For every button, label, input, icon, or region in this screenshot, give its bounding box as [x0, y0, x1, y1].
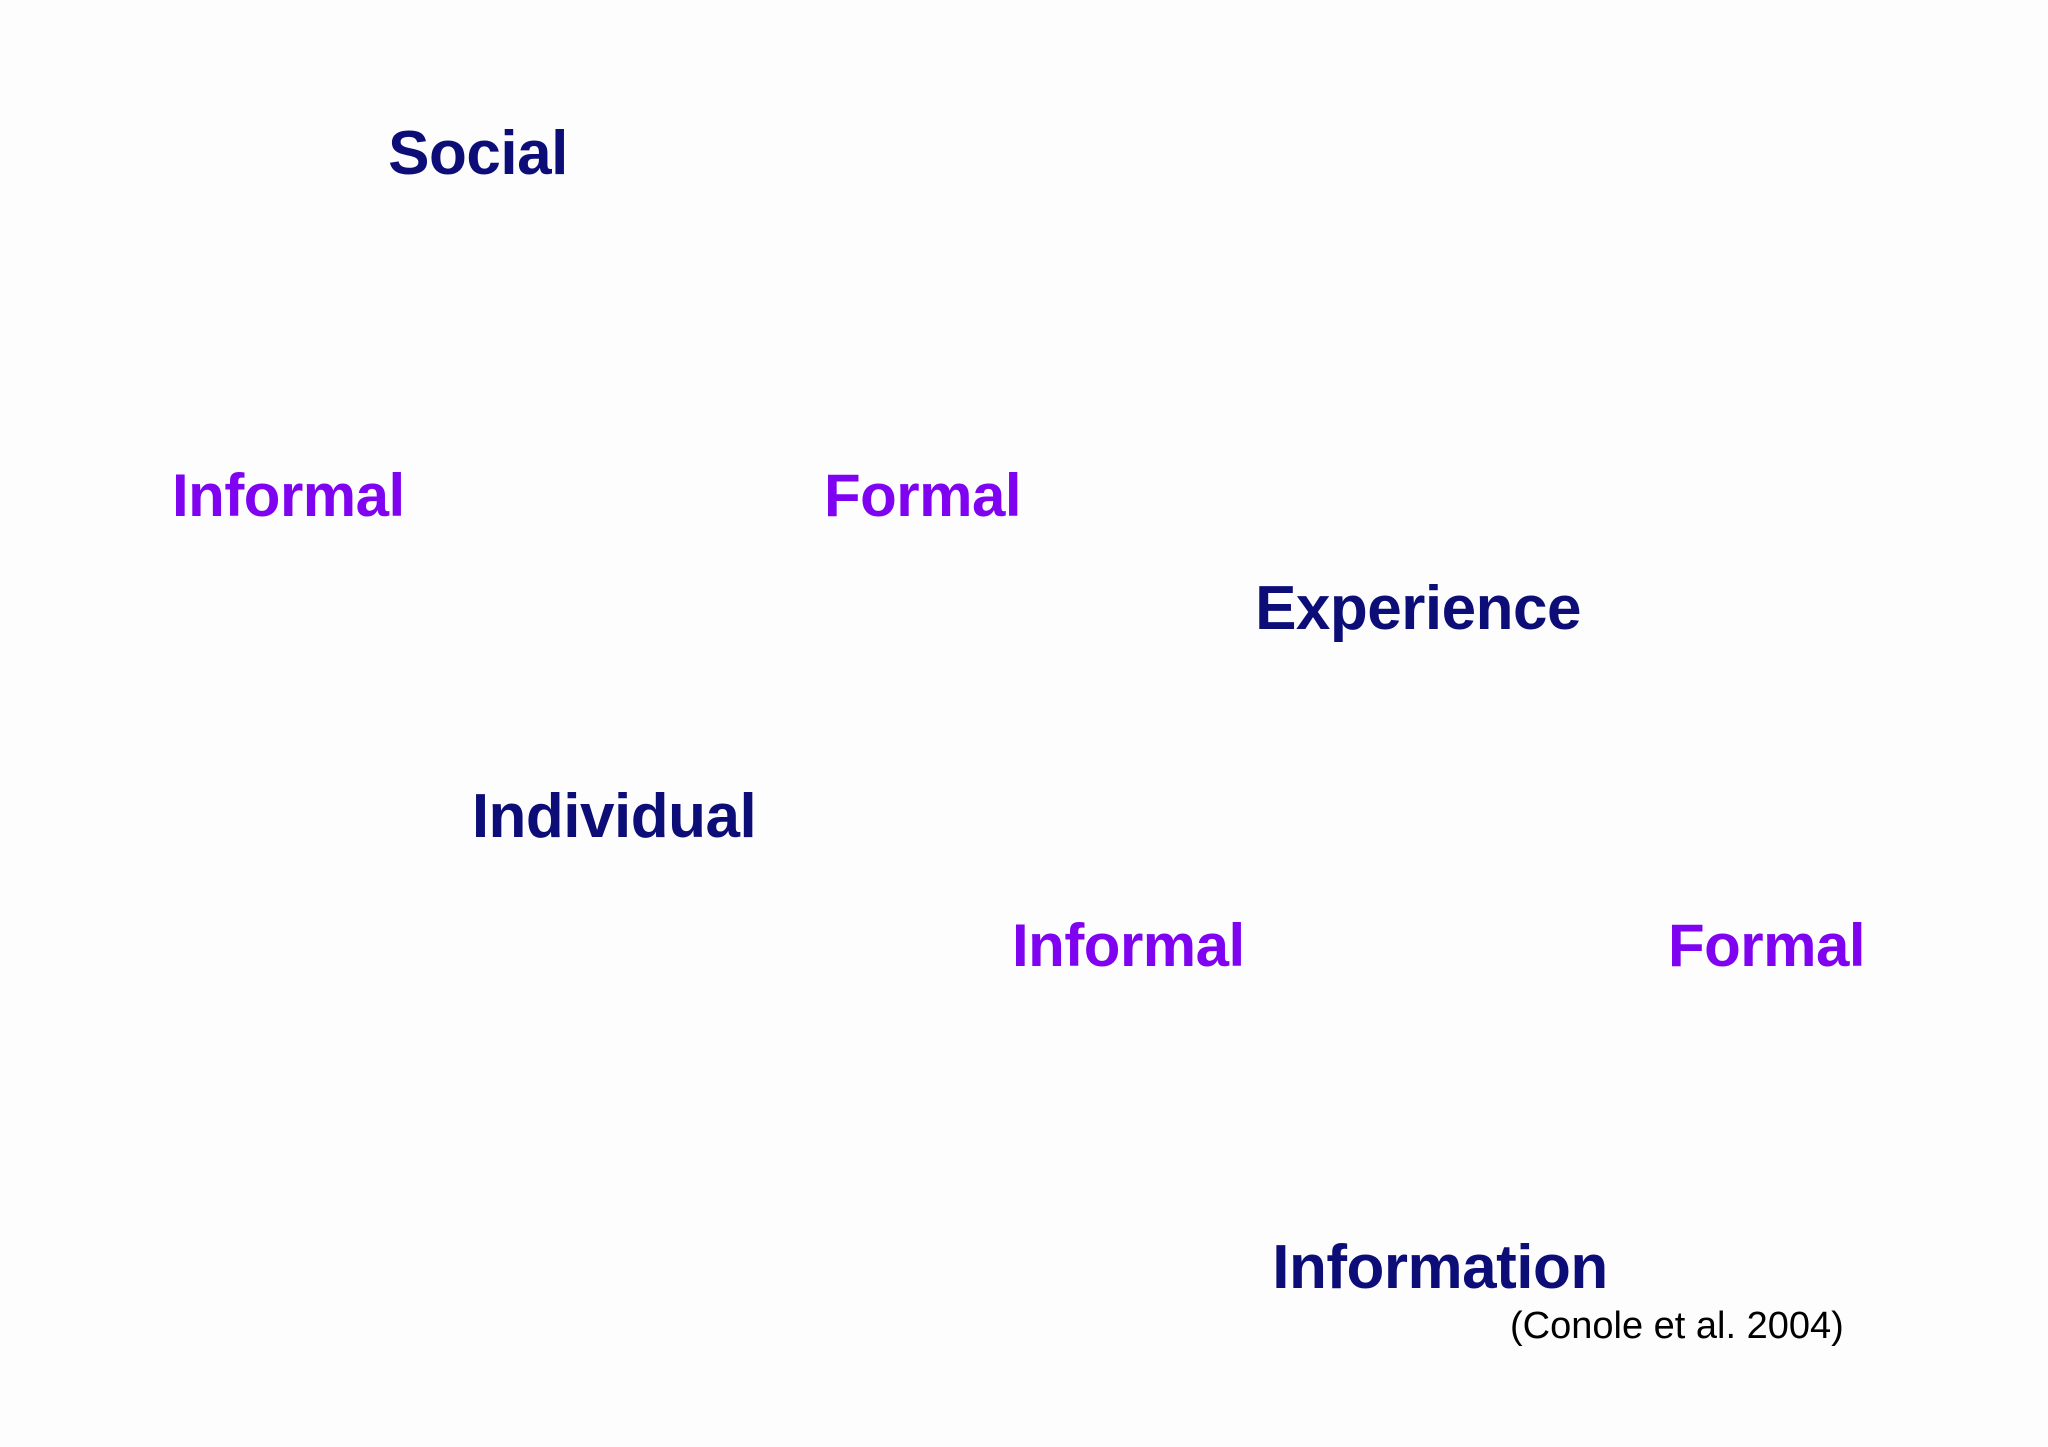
diagram2-bottom-label: Information [1272, 1233, 1608, 1302]
diagram2-top-label: Experience [1255, 574, 1581, 643]
diagram1-bottom-label: Individual [471, 782, 757, 851]
diagram1-right-label: Formal [824, 462, 1022, 529]
diagram1-left-label: Informal [172, 462, 405, 529]
diagram1-top-label: Social [388, 119, 568, 188]
citation-reference: (Conole et al. 2004) [1510, 1305, 1844, 1347]
diagram2-right-label: Formal [1668, 912, 1866, 979]
diagram2-left-label: Informal [1012, 912, 1245, 979]
